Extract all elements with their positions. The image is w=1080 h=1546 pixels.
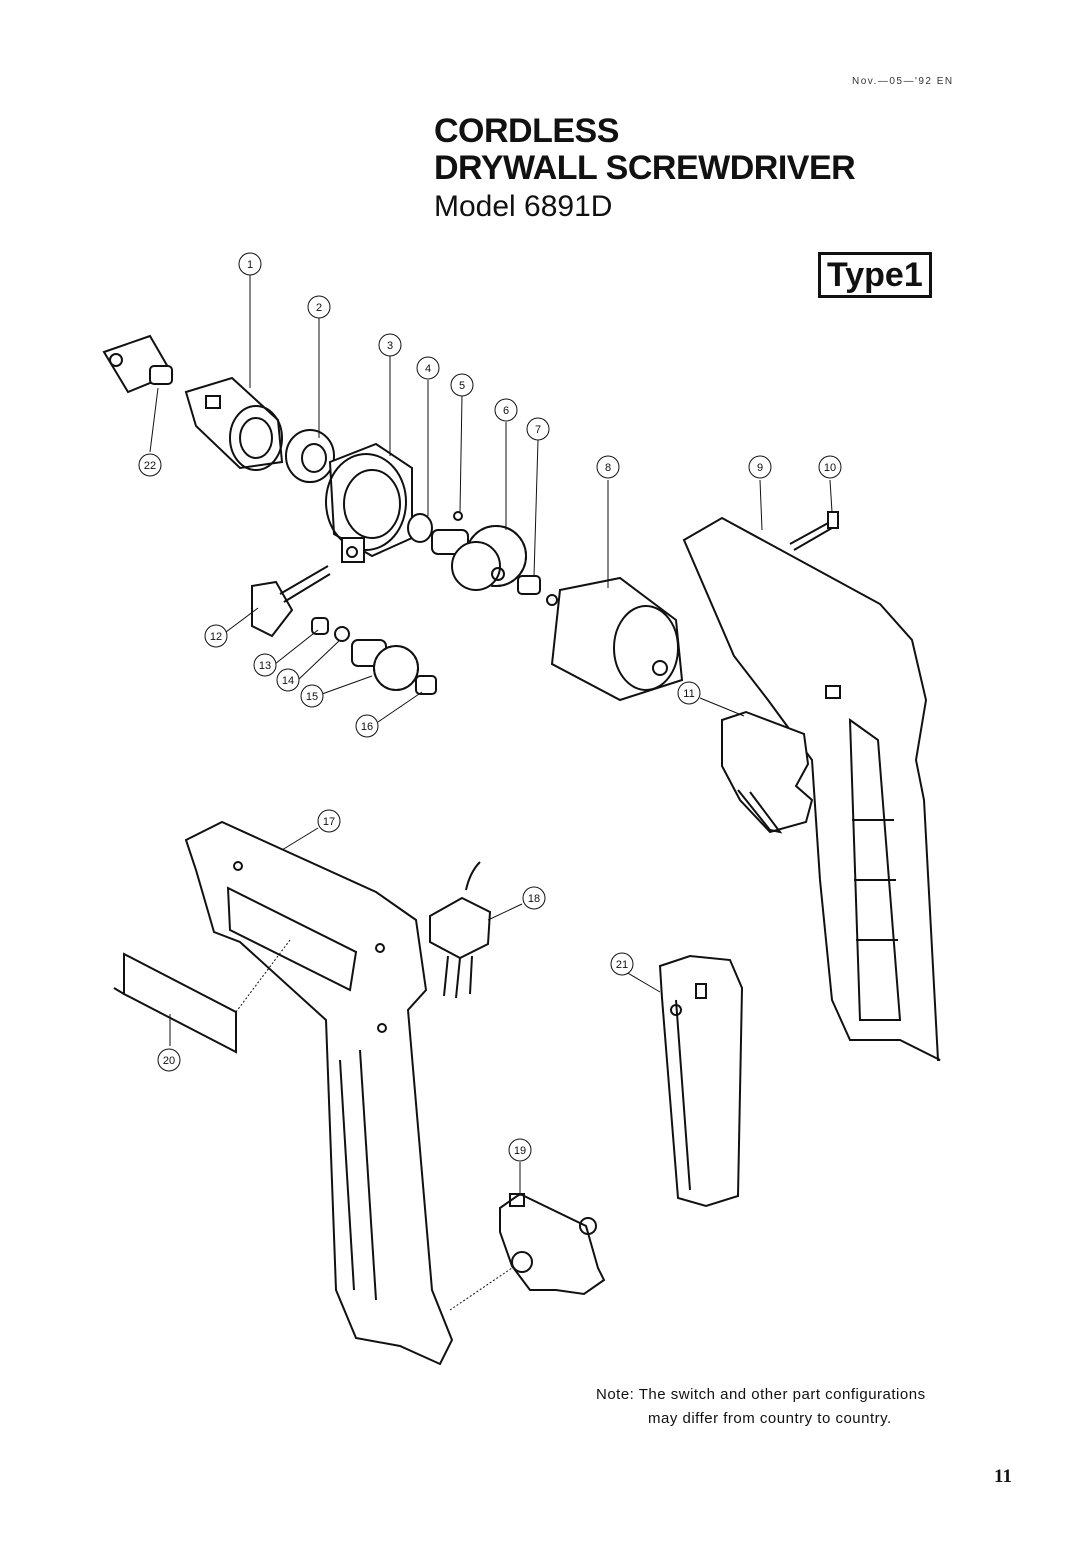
type-badge: Type1 [818,252,932,298]
callout-9: 9 [757,462,763,474]
callout-10: 10 [824,462,836,474]
part-housing-left [184,820,454,1366]
callout-4: 4 [425,363,431,375]
callout-22: 22 [144,460,156,472]
callout-12: 12 [210,631,222,643]
part-screw [789,511,839,551]
part-gear-assembly [407,511,541,595]
callout-2: 2 [316,302,322,314]
callout-numbers: 1 2 3 4 5 6 7 8 9 10 11 12 13 14 15 16 1… [144,259,836,1157]
part-screw-knob [251,565,331,638]
part-terminal-clip [499,1192,606,1296]
callout-7: 7 [535,424,541,436]
part-battery [658,954,744,1208]
callout-circles [138,252,842,1162]
callout-21: 21 [616,959,628,971]
note-line-2: may differ from country to country. [648,1410,892,1427]
callout-15: 15 [306,691,318,703]
callout-13: 13 [259,660,271,672]
callout-11: 11 [683,688,694,700]
note-line-1: Note: The switch and other part configur… [596,1386,926,1403]
callout-5: 5 [459,380,465,392]
title-line-2: DRYWALL SCREWDRIVER [434,149,856,187]
part-label-plate [113,952,237,1054]
model-label: Model 6891D [434,190,613,223]
callout-14: 14 [282,675,294,687]
callout-20: 20 [163,1055,175,1067]
part-clutch-housing [325,442,413,563]
callout-17: 17 [323,816,335,828]
part-chuck-sleeve [184,376,284,471]
callout-18: 18 [528,893,540,905]
part-motor [546,576,684,702]
callout-6: 6 [503,405,509,417]
part-ring [285,429,335,483]
part-bit-holder [102,334,174,394]
date-code: Nov.—05—'92 EN [852,76,954,87]
page-number: 11 [994,1466,1012,1487]
callout-8: 8 [605,462,611,474]
callout-16: 16 [361,721,373,733]
title-line-1: CORDLESS [434,112,619,150]
leader-lines [149,274,833,1311]
callout-19: 19 [514,1145,526,1157]
part-terminal [429,861,492,999]
part-switch [721,710,814,834]
callout-3: 3 [387,340,393,352]
part-small-gears [311,617,437,695]
callout-1: 1 [247,259,253,271]
